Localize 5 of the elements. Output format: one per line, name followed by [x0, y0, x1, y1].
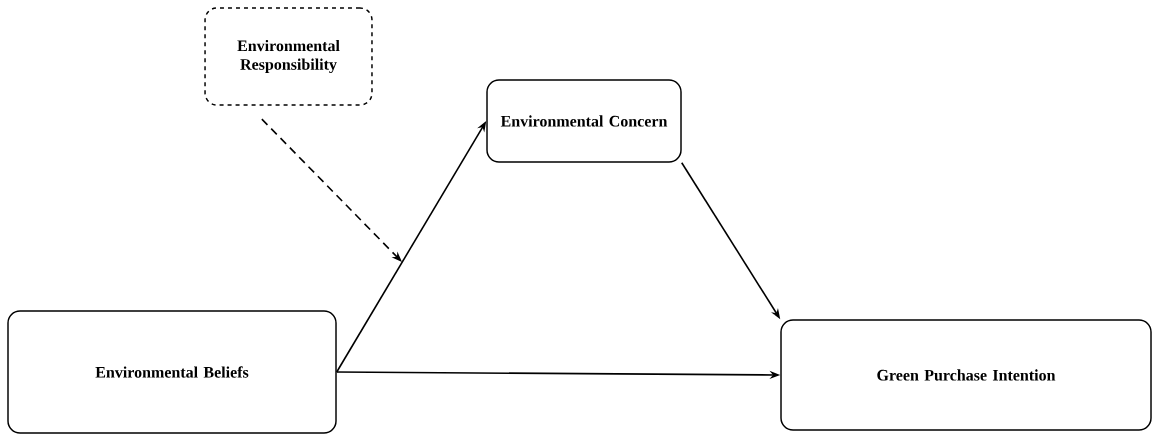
process-box: Environmental Concern: [486, 79, 682, 163]
process-box: Environmental Beliefs: [7, 310, 337, 434]
arrow: [261, 118, 402, 262]
process-box: Environmental Responsibility: [204, 7, 373, 106]
process-box: Green Purchase Intention: [780, 319, 1152, 431]
